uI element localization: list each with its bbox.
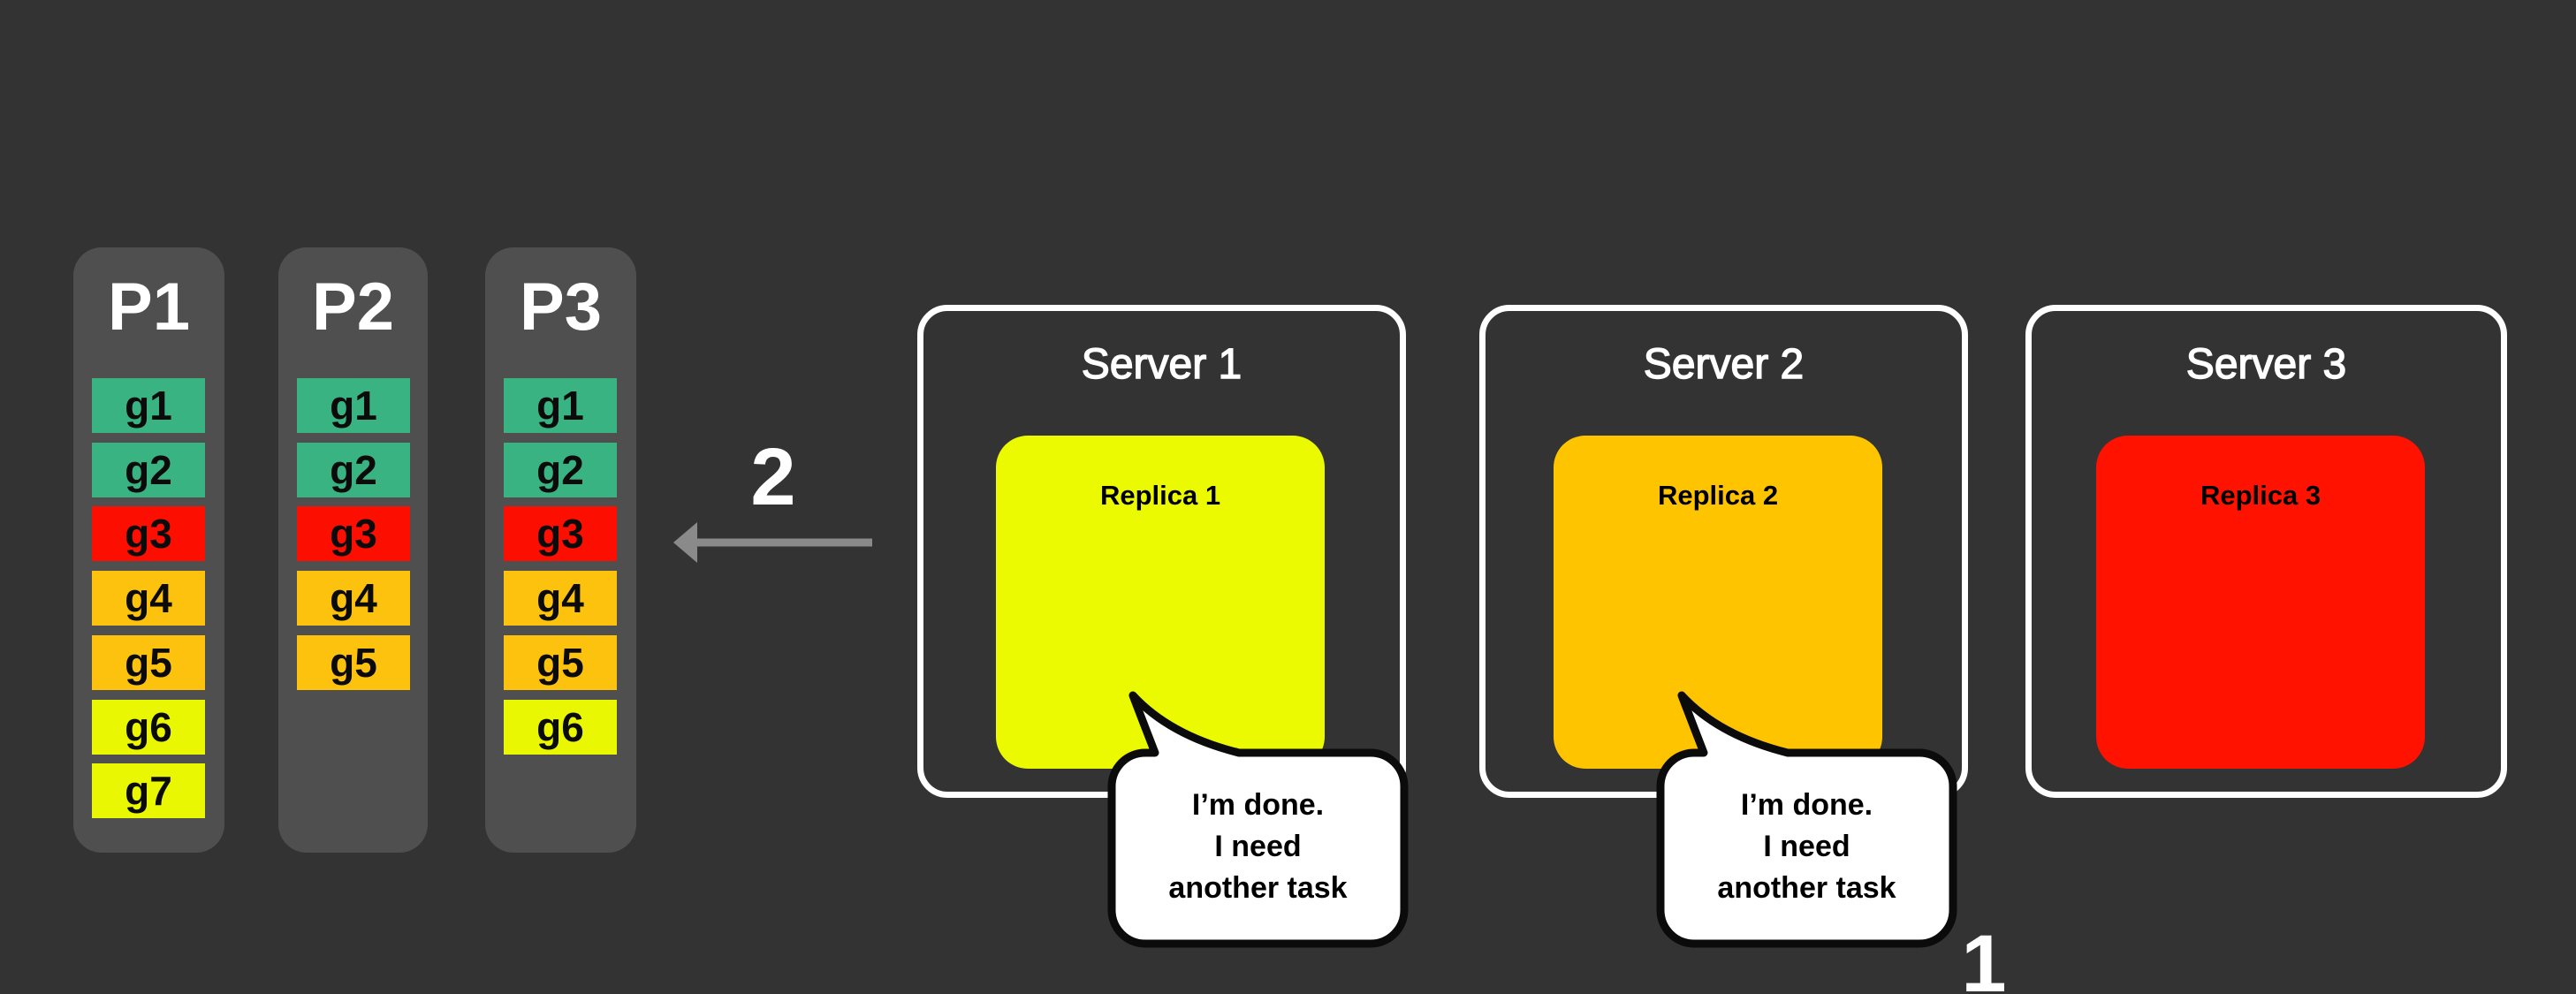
task-block-p2-g2: g2 [297,443,410,497]
replica-label: Replica 2 [1657,480,1779,511]
speech-bubble-2 [1656,691,1957,948]
task-block-p1-g2: g2 [92,443,205,497]
step-2-arrow-icon [673,522,872,563]
replica-box-3: Replica 3 [2096,436,2425,769]
task-block-p3-g1: g1 [504,378,617,433]
speech-bubble-line: I’m done. [1740,788,1873,822]
partition-title: P1 [108,269,190,345]
task-block-p1-g1: g1 [92,378,205,433]
task-block-p3-g5: g5 [504,635,617,690]
speech-bubble-line: another task [1168,871,1348,905]
server-name: Server 1 [1081,341,1242,388]
task-block-p2-g5: g5 [297,635,410,690]
task-block-p1-g3: g3 [92,506,205,561]
partition-title: P3 [520,269,602,345]
partition-title: P2 [312,269,394,345]
task-block-p1-g6: g6 [92,700,205,755]
task-block-p3-g4: g4 [504,571,617,626]
replica-label: Replica 3 [2200,480,2321,511]
task-block-p3-g6: g6 [504,700,617,755]
server-box-2: Server 2 Replica 2 [1479,305,1968,798]
replica-box-1: Replica 1 [996,436,1325,769]
speech-bubble-line: I’m done. [1191,788,1325,822]
speech-bubble-line: I need [1214,830,1302,863]
speech-bubble-line: another task [1717,871,1896,905]
step-2-label: 2 [750,432,796,522]
speech-bubble-line: I need [1763,830,1850,863]
replica-box-2: Replica 2 [1554,436,1882,769]
task-block-p2-g3: g3 [297,506,410,561]
task-block-p1-g7: g7 [92,763,205,818]
task-block-p3-g3: g3 [504,506,617,561]
task-block-p1-g4: g4 [92,571,205,626]
server-name: Server 2 [1643,341,1805,388]
task-block-p3-g2: g2 [504,443,617,497]
task-block-p1-g5: g5 [92,635,205,690]
partition-p2: P2 g1 g2 g3 g4 g5 [278,247,428,853]
speech-bubble-1 [1107,691,1409,948]
server-box-1: Server 1 Replica 1 [917,305,1406,798]
server-name: Server 3 [2185,341,2347,388]
speech-bubble-text-1: I’m done. I need another task [1112,785,1404,909]
speech-bubble-text-2: I’m done. I need another task [1660,785,1953,909]
task-block-p2-g4: g4 [297,571,410,626]
step-1-label: 1 [1961,919,2007,994]
replica-label: Replica 1 [1099,480,1221,511]
partition-p1: P1 g1 g2 g3 g4 g5 g6 g7 [73,247,224,853]
partition-p3: P3 g1 g2 g3 g4 g5 g6 [485,247,636,853]
task-block-p2-g1: g1 [297,378,410,433]
server-box-3: Server 3 Replica 3 [2025,305,2507,798]
